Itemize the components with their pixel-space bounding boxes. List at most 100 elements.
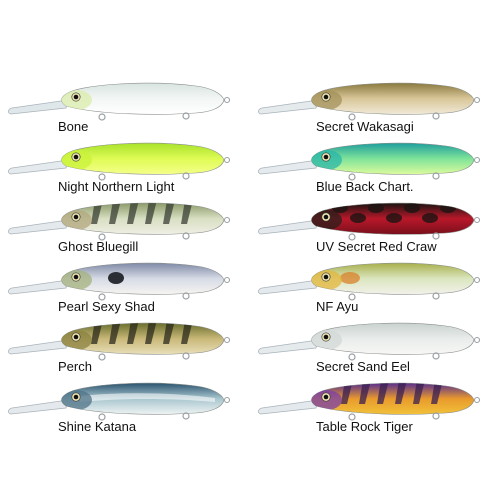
diving-lip: [258, 339, 319, 355]
lure-image: [8, 142, 231, 181]
lure-pupil: [323, 334, 329, 340]
hook-hanger: [348, 413, 356, 421]
lure-image: [8, 82, 231, 121]
tail-ring: [223, 96, 231, 104]
bar-stripe: [181, 203, 193, 224]
lure-image: [258, 202, 481, 241]
bar-stripe: [145, 203, 157, 224]
tail-ring: [223, 336, 231, 344]
lure-color-name: NF Ayu: [316, 299, 359, 314]
bar-stripe: [431, 383, 443, 404]
lure-image: [8, 382, 231, 421]
hook-hanger: [98, 353, 106, 361]
craw-blotch: [422, 213, 438, 223]
lure-color-name: Pearl Sexy Shad: [58, 299, 155, 314]
lure-item: Blue Back Chart.: [250, 138, 500, 198]
bar-stripe: [109, 203, 121, 224]
hook-hanger: [348, 353, 356, 361]
bar-stripe: [359, 383, 371, 404]
bar-stripe: [109, 323, 121, 344]
lure-pupil: [73, 94, 79, 100]
lure-pupil: [323, 274, 329, 280]
bar-stripe: [127, 203, 139, 224]
lure-item: Table Rock Tiger: [250, 378, 500, 438]
hook-hanger: [432, 292, 440, 300]
hook-hanger: [98, 413, 106, 421]
lure-color-name: Blue Back Chart.: [316, 179, 414, 194]
diving-lip: [8, 279, 69, 295]
diving-lip: [8, 219, 69, 235]
tail-ring: [473, 216, 481, 224]
lure-color-name: UV Secret Red Craw: [316, 239, 437, 254]
hook-hanger: [348, 173, 356, 181]
lure-item: Shine Katana: [0, 378, 250, 438]
diving-lip: [258, 279, 319, 295]
diving-lip: [8, 339, 69, 355]
lure-item: NF Ayu: [250, 258, 500, 318]
craw-blotch: [404, 203, 420, 213]
tail-ring: [223, 276, 231, 284]
lure-color-name: Night Northern Light: [58, 179, 175, 194]
lure-image: [8, 262, 231, 301]
lure-color-name: Bone: [58, 119, 89, 134]
bar-stripe: [163, 203, 175, 224]
ayu-spot: [340, 272, 360, 284]
diving-lip: [8, 99, 69, 115]
diving-lip: [8, 159, 69, 175]
shine-streak: [80, 393, 215, 402]
lure-image: [258, 142, 481, 181]
lure-image: [258, 262, 481, 301]
lure-pupil: [323, 94, 329, 100]
craw-blotch: [440, 203, 456, 213]
tail-ring: [223, 216, 231, 224]
lure-item: Pearl Sexy Shad: [0, 258, 250, 318]
lure-item: UV Secret Red Craw: [250, 198, 500, 258]
tail-ring: [473, 336, 481, 344]
lure-image: [258, 382, 481, 421]
lure-image: [8, 322, 231, 361]
diving-lip: [258, 99, 319, 115]
lure-item: Secret Sand Eel: [250, 318, 500, 378]
tail-ring: [473, 156, 481, 164]
hook-hanger: [182, 352, 190, 360]
lure-color-name: Secret Sand Eel: [316, 359, 410, 374]
bar-stripe: [377, 383, 389, 404]
lure-item: Night Northern Light: [0, 138, 250, 198]
hook-hanger: [98, 113, 106, 121]
bar-stripe: [127, 323, 139, 344]
bar-stripe: [163, 323, 175, 344]
diving-lip: [258, 219, 319, 235]
lure-color-name: Shine Katana: [58, 419, 137, 434]
hook-hanger: [182, 232, 190, 240]
lure-item: Perch: [0, 318, 250, 378]
lure-item: Secret Wakasagi: [250, 78, 500, 138]
bar-stripe: [181, 323, 193, 344]
hook-hanger: [432, 172, 440, 180]
lure-item: Ghost Bluegill: [0, 198, 250, 258]
hook-hanger: [182, 172, 190, 180]
hook-hanger: [432, 112, 440, 120]
hook-hanger: [98, 233, 106, 241]
hook-hanger: [432, 412, 440, 420]
craw-blotch: [350, 213, 366, 223]
hook-hanger: [182, 292, 190, 300]
bar-stripe: [413, 383, 425, 404]
tail-ring: [473, 396, 481, 404]
hook-hanger: [182, 412, 190, 420]
lure-image: [8, 202, 231, 241]
hook-hanger: [432, 352, 440, 360]
hook-hanger: [98, 293, 106, 301]
lure-pupil: [323, 394, 329, 400]
craw-blotch: [368, 203, 384, 213]
diving-lip: [8, 399, 69, 415]
lure-color-name: Perch: [58, 359, 92, 374]
hook-hanger: [348, 113, 356, 121]
tail-ring: [223, 396, 231, 404]
lure-pupil: [73, 274, 79, 280]
lure-color-name: Table Rock Tiger: [316, 419, 413, 434]
hook-hanger: [348, 233, 356, 241]
lure-pupil: [73, 334, 79, 340]
lure-image: [258, 322, 481, 361]
hook-hanger: [98, 173, 106, 181]
